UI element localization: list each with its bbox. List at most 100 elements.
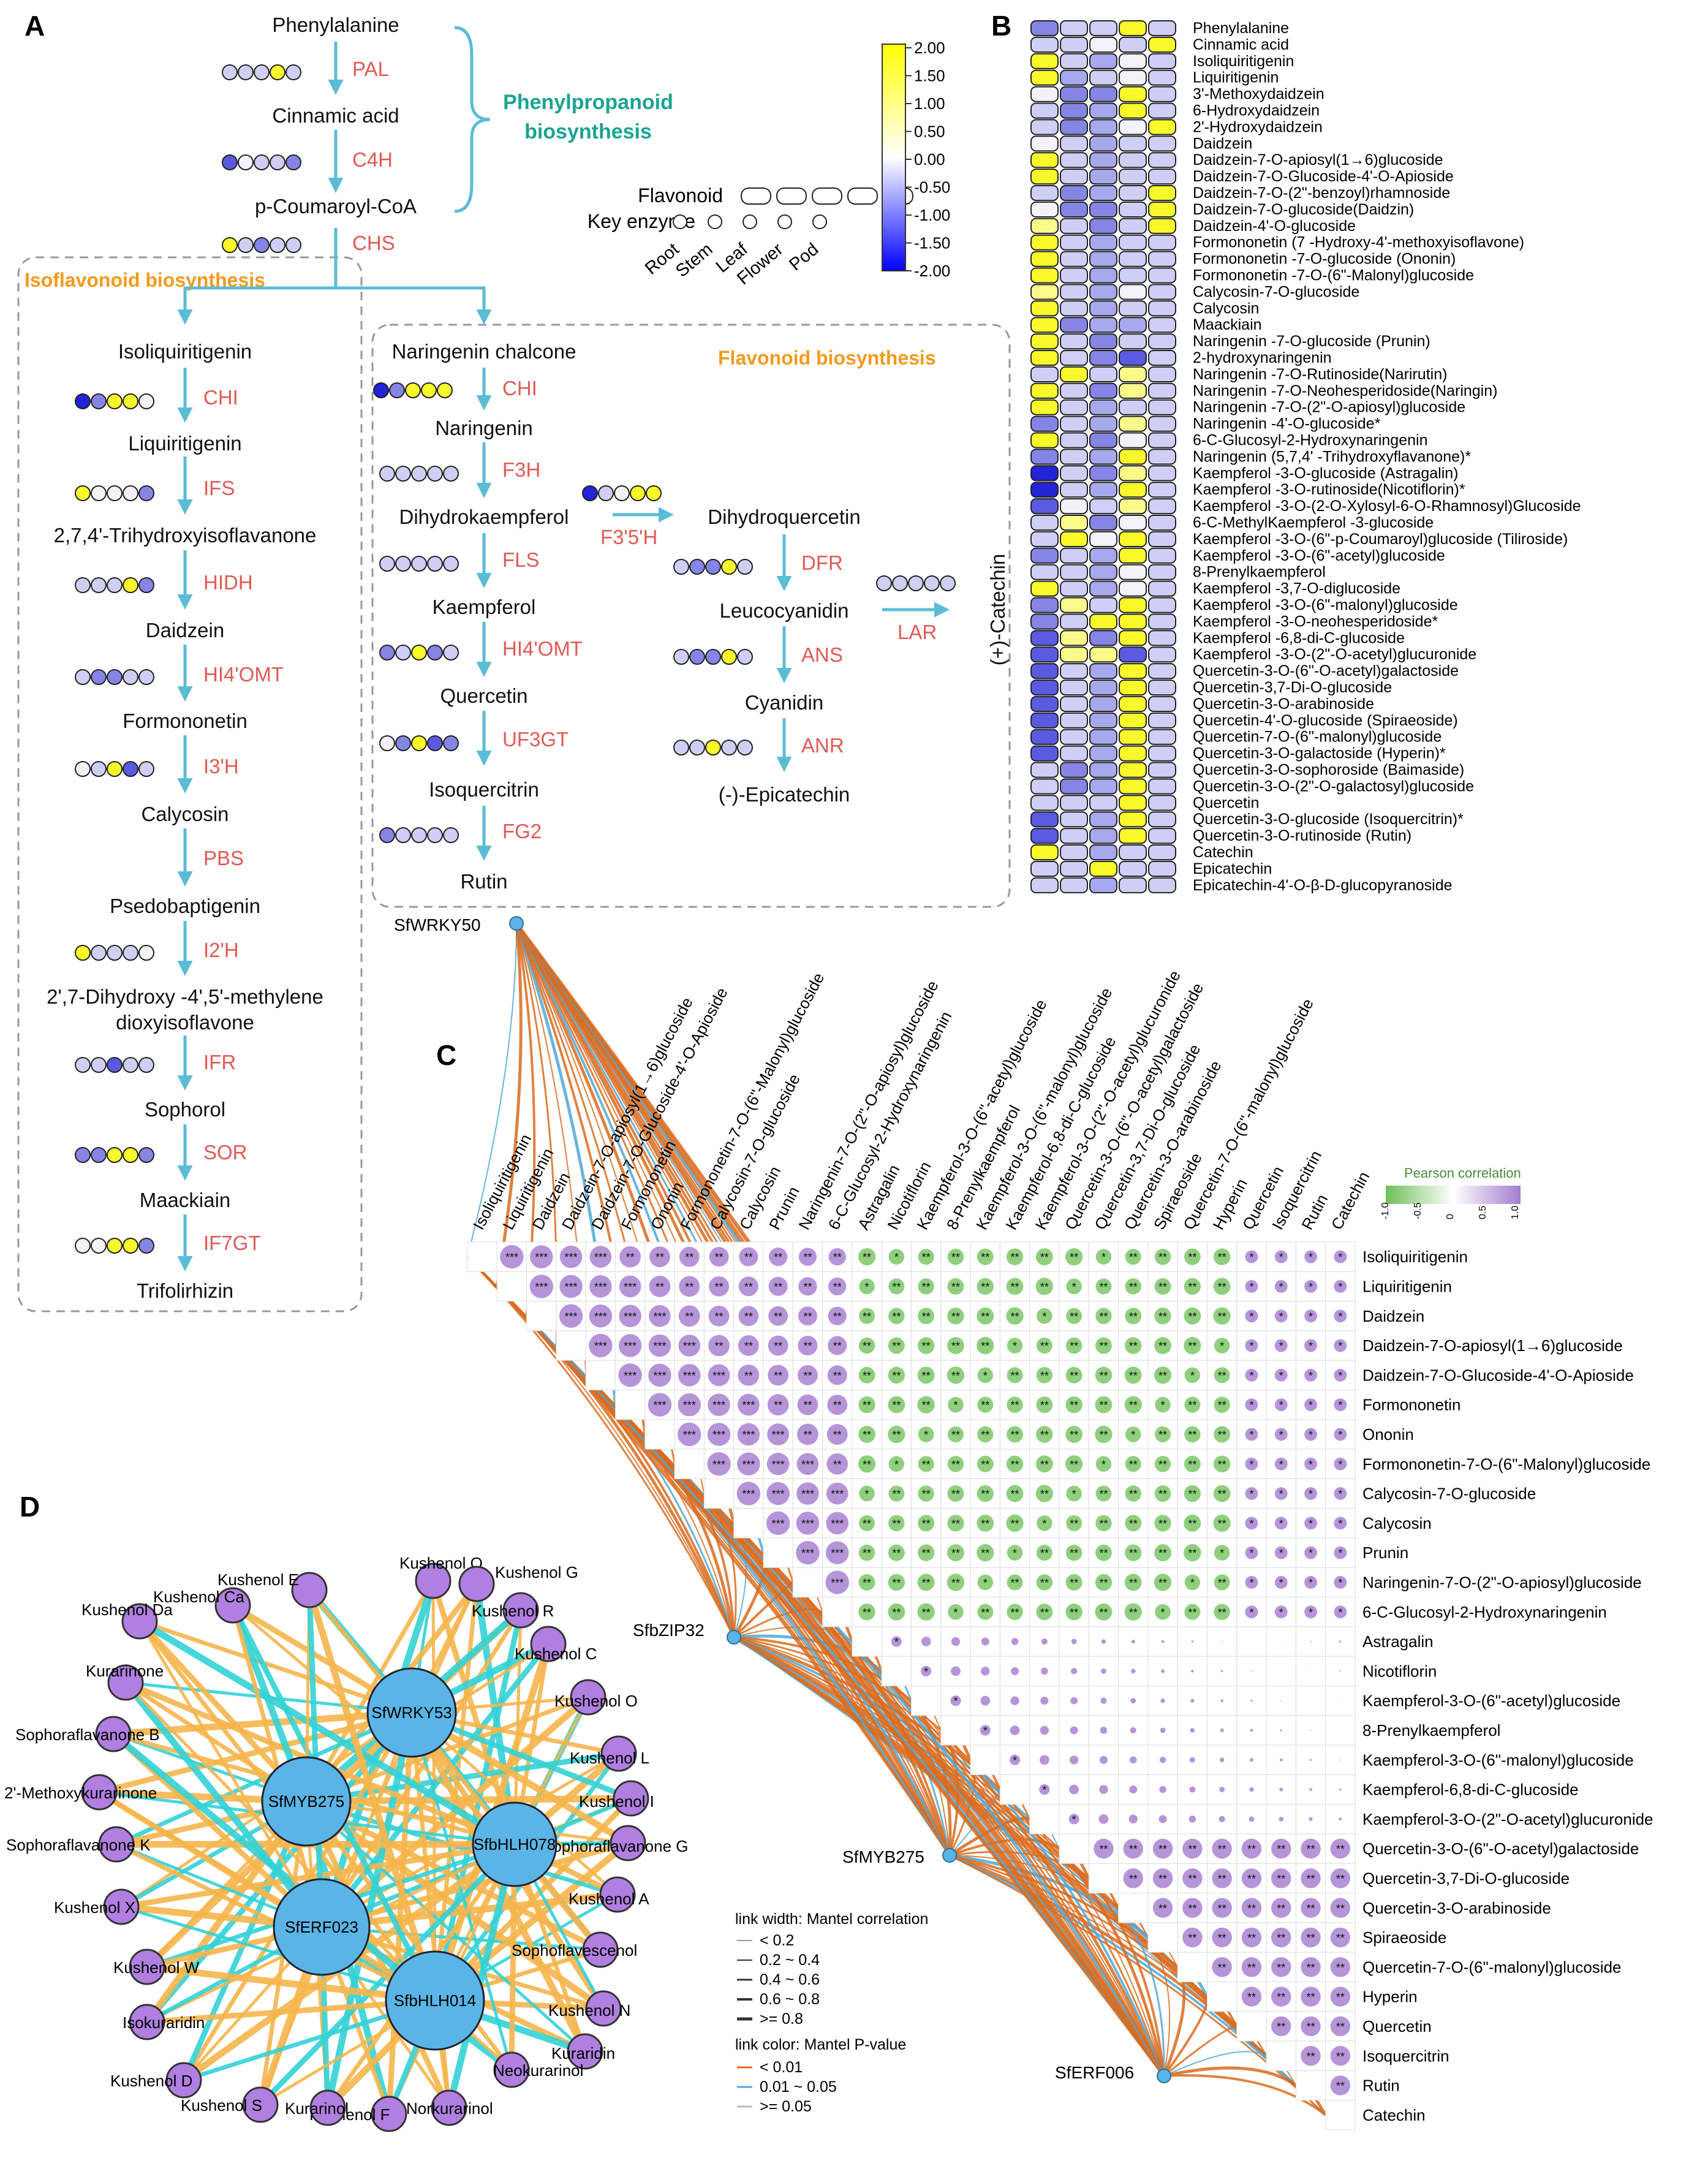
corr-circle <box>1095 1515 1112 1532</box>
corr-star: ** <box>1099 1369 1108 1382</box>
colorbar-tick-label: 0.50 <box>914 123 945 141</box>
corr-star: *** <box>653 1369 666 1382</box>
heatmap-cell <box>1060 317 1088 333</box>
corr-circle <box>1125 1544 1142 1561</box>
compound-labels: Phenylalanine Cinnamic acid p-Coumaroyl-… <box>47 13 1009 1302</box>
corr-star: ** <box>1070 1429 1078 1441</box>
corr-star: ** <box>922 1311 931 1323</box>
heatmap-cell <box>1148 811 1176 828</box>
enzyme-dot-sor <box>138 1147 154 1163</box>
heatmap-cell <box>1060 597 1088 613</box>
heatmap-cell <box>1060 218 1088 234</box>
heatmap-cell <box>1119 498 1147 515</box>
corr-star: ** <box>1158 1251 1167 1263</box>
corr-circle <box>1066 1485 1082 1502</box>
enzyme-dot-ans <box>705 649 721 665</box>
heatmap-row-label: Kaempferol -3-O-(6"-malonyl)glucoside <box>1193 597 1458 614</box>
compound-psedobaptigenin: Psedobaptigenin <box>110 895 260 917</box>
corr-star: ** <box>1307 2021 1315 2033</box>
enzyme-dot-if7gt <box>91 1238 107 1254</box>
corr-circle <box>1330 1957 1351 1977</box>
corr-circle <box>1099 1755 1108 1764</box>
pearson-tick: 0 <box>1445 1214 1456 1219</box>
heatmap-cell <box>1148 284 1176 300</box>
link-color-legend: < 0.010.01 ~ 0.05>= 0.05 <box>737 2059 837 2115</box>
corr-star: *** <box>772 1429 785 1441</box>
corr-circle <box>827 1365 847 1385</box>
corr-circle <box>1065 1455 1083 1473</box>
corr-circle <box>858 1366 875 1384</box>
corr-diagonal <box>940 1715 971 1746</box>
corr-circle <box>1007 1396 1023 1413</box>
heatmap-cell <box>1030 515 1059 531</box>
heatmap-cell <box>1030 498 1059 515</box>
corr-star: * <box>1249 1251 1253 1263</box>
heatmap-cell <box>1148 102 1176 119</box>
network-edge <box>306 1589 439 2002</box>
heatmap-cell <box>1030 482 1059 498</box>
corr-star: ** <box>1218 1251 1226 1263</box>
corr-star: * <box>1249 1340 1253 1352</box>
corr-circle <box>1220 1699 1223 1702</box>
corr-row-label: 8-Prenylkaempferol <box>1362 1721 1500 1740</box>
metabolite-node <box>502 1592 539 1629</box>
heatmap-cell <box>1148 86 1176 102</box>
corr-diagonal <box>585 1360 616 1390</box>
corr-circle <box>1212 1898 1232 1918</box>
enzyme-hidh: HIDH <box>203 571 253 594</box>
enzyme-dot-pal <box>222 64 238 80</box>
corr-circle <box>1184 1604 1201 1620</box>
heatmap-cell <box>1060 185 1088 202</box>
corr-circle <box>1330 1986 1351 2007</box>
corr-circle <box>796 1512 820 1535</box>
corr-star: *** <box>712 1369 725 1382</box>
heatmap-cell <box>1089 795 1117 811</box>
heatmap-cell <box>1030 333 1059 350</box>
heatmap-cell <box>1060 811 1088 828</box>
heatmap-cell <box>1030 415 1059 432</box>
metabolite-label: Kushenol I <box>579 1792 654 1811</box>
corr-circle <box>1330 1927 1351 1948</box>
corr-circle <box>648 1393 672 1417</box>
heatmap-cell <box>1060 564 1088 580</box>
metabolite-label: Kushenol O <box>554 1692 638 1710</box>
heatmap-cell <box>1148 185 1176 202</box>
corr-star: ** <box>1070 1547 1078 1559</box>
corr-star: ** <box>1158 1340 1167 1352</box>
corr-star: ** <box>1040 1547 1049 1559</box>
enzyme-sor: SOR <box>203 1141 248 1164</box>
enzyme-dot-fls <box>427 556 443 572</box>
corr-star: ** <box>981 1429 989 1441</box>
corr-star: ** <box>1336 1932 1345 1944</box>
heatmap-cell <box>1089 119 1117 135</box>
heatmap-cell <box>1089 36 1117 53</box>
enzyme-dot-ifr <box>123 1057 138 1073</box>
legend-enzyme-shape <box>743 214 757 229</box>
metabolite-node <box>371 2096 407 2132</box>
network-edge <box>123 1680 325 1929</box>
corr-row-label: Quercetin-7-O-(6"-malonyl)glucoside <box>1362 1958 1622 1976</box>
enzyme-dot-uf3gt <box>395 735 411 751</box>
pathway-arrows <box>177 42 950 1271</box>
enzyme-dot-fg2 <box>395 827 411 843</box>
corr-circle <box>921 1665 932 1676</box>
corr-star: ** <box>951 1488 960 1501</box>
corr-star: * <box>1309 1369 1313 1382</box>
heatmap-cell <box>1089 498 1117 515</box>
corr-star: ** <box>1188 1311 1196 1323</box>
heatmap-cell <box>1148 152 1176 169</box>
metabolite-node <box>309 2089 346 2126</box>
corr-star: ** <box>1188 1843 1196 1855</box>
corr-circle <box>1070 1697 1078 1705</box>
metabolite-label: Norkurarinol <box>406 2099 493 2118</box>
corr-star: ** <box>951 1340 960 1352</box>
corr-star: * <box>865 1488 869 1501</box>
corr-star: *** <box>624 1311 637 1323</box>
corr-star: *** <box>801 1488 814 1501</box>
corr-star: ** <box>1099 1281 1108 1293</box>
corr-star: *** <box>565 1311 578 1323</box>
heatmap-cell <box>1060 482 1088 498</box>
heatmap-cell <box>1119 564 1147 580</box>
corr-star: * <box>1190 1577 1195 1589</box>
corr-diagonal <box>1266 2040 1296 2071</box>
